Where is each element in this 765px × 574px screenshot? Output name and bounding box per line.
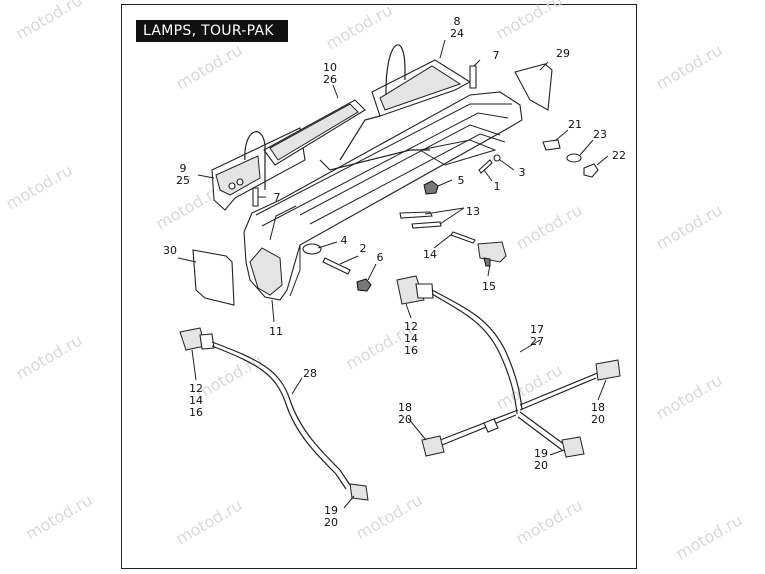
callout-20: 20 — [591, 413, 605, 426]
callout-27: 27 — [530, 335, 544, 348]
watermark: motod.ru — [173, 495, 246, 548]
callout-28: 28 — [303, 367, 317, 380]
watermark: motod.ru — [323, 0, 396, 53]
callout-12: 12 — [189, 382, 203, 395]
callout-14: 14 — [423, 248, 437, 261]
grommet-21 — [542, 139, 561, 151]
watermark: motod.ru — [173, 40, 246, 93]
lens-30 — [192, 249, 235, 306]
nut-5 — [423, 180, 439, 195]
bulb-14 — [450, 231, 476, 244]
lamp-housing-assembly — [211, 44, 523, 301]
callout-18: 18 — [591, 401, 605, 414]
callout-9: 9 — [180, 162, 187, 175]
callout-12: 12 — [404, 320, 418, 333]
watermark: motod.ru — [673, 510, 746, 563]
callout-1: 1 — [494, 180, 501, 193]
screw-1 — [478, 159, 493, 174]
watermark: motod.ru — [513, 200, 586, 253]
callout-10: 10 — [323, 61, 337, 74]
connector-15 — [477, 241, 507, 263]
callout-14: 14 — [189, 394, 203, 407]
stud-2 — [322, 257, 351, 275]
watermark-layer: motod.ru motod.ru motod.ru motod.ru moto… — [3, 0, 746, 563]
nut-6 — [356, 278, 372, 292]
callout-4: 4 — [341, 234, 348, 247]
washer-4 — [302, 243, 322, 255]
watermark: motod.ru — [193, 350, 266, 403]
callout-7: 7 — [493, 49, 500, 62]
leader-lines — [177, 39, 609, 509]
callout-5: 5 — [458, 174, 465, 187]
watermark: motod.ru — [513, 495, 586, 548]
watermark: motod.ru — [653, 200, 726, 253]
callout-14: 14 — [404, 332, 418, 345]
watermark: motod.ru — [23, 490, 96, 543]
terminals-13 — [399, 211, 433, 219]
watermark: motod.ru — [493, 0, 566, 43]
diagram-title: LAMPS, TOUR-PAK — [136, 20, 288, 42]
callout-19: 19 — [324, 504, 338, 517]
callout-16: 16 — [189, 406, 203, 419]
callout-19: 19 — [534, 447, 548, 460]
callout-20: 20 — [534, 459, 548, 472]
nut-22 — [583, 163, 599, 178]
callout-8: 8 — [454, 15, 461, 28]
callout-17: 17 — [530, 323, 544, 336]
watermark: motod.ru — [13, 0, 86, 43]
watermark: motod.ru — [653, 370, 726, 423]
wiring-harness-17 — [396, 275, 621, 458]
callout-15: 15 — [482, 280, 496, 293]
washer-3 — [493, 154, 501, 162]
watermark: motod.ru — [3, 160, 76, 213]
callout-22: 22 — [612, 149, 626, 162]
watermark: motod.ru — [493, 360, 566, 413]
washer-23 — [566, 153, 582, 163]
callout-2: 2 — [360, 242, 367, 255]
callout-26: 26 — [323, 73, 337, 86]
callout-21: 21 — [568, 118, 582, 131]
callout-7: 7 — [274, 191, 281, 204]
callout-16: 16 — [404, 344, 418, 357]
watermark: motod.ru — [653, 40, 726, 93]
wiring-harness-28 — [179, 327, 369, 501]
watermark: motod.ru — [13, 330, 86, 383]
callout-13: 13 — [466, 205, 480, 218]
pin-7-top — [469, 65, 477, 89]
callout-20: 20 — [398, 413, 412, 426]
callout-11: 11 — [269, 325, 283, 338]
callout-29: 29 — [556, 47, 570, 60]
callout-6: 6 — [377, 251, 384, 264]
callout-25: 25 — [176, 174, 190, 187]
callout-18: 18 — [398, 401, 412, 414]
lens-29 — [514, 63, 553, 111]
callout-30: 30 — [163, 244, 177, 257]
callout-labels: 8 24 7 29 10 26 21 23 22 9 25 3 5 1 7 13… — [163, 15, 626, 529]
pin-7-left — [252, 187, 259, 207]
callout-20: 20 — [324, 516, 338, 529]
callout-24: 24 — [450, 27, 464, 40]
callout-23: 23 — [593, 128, 607, 141]
callout-3: 3 — [519, 166, 526, 179]
